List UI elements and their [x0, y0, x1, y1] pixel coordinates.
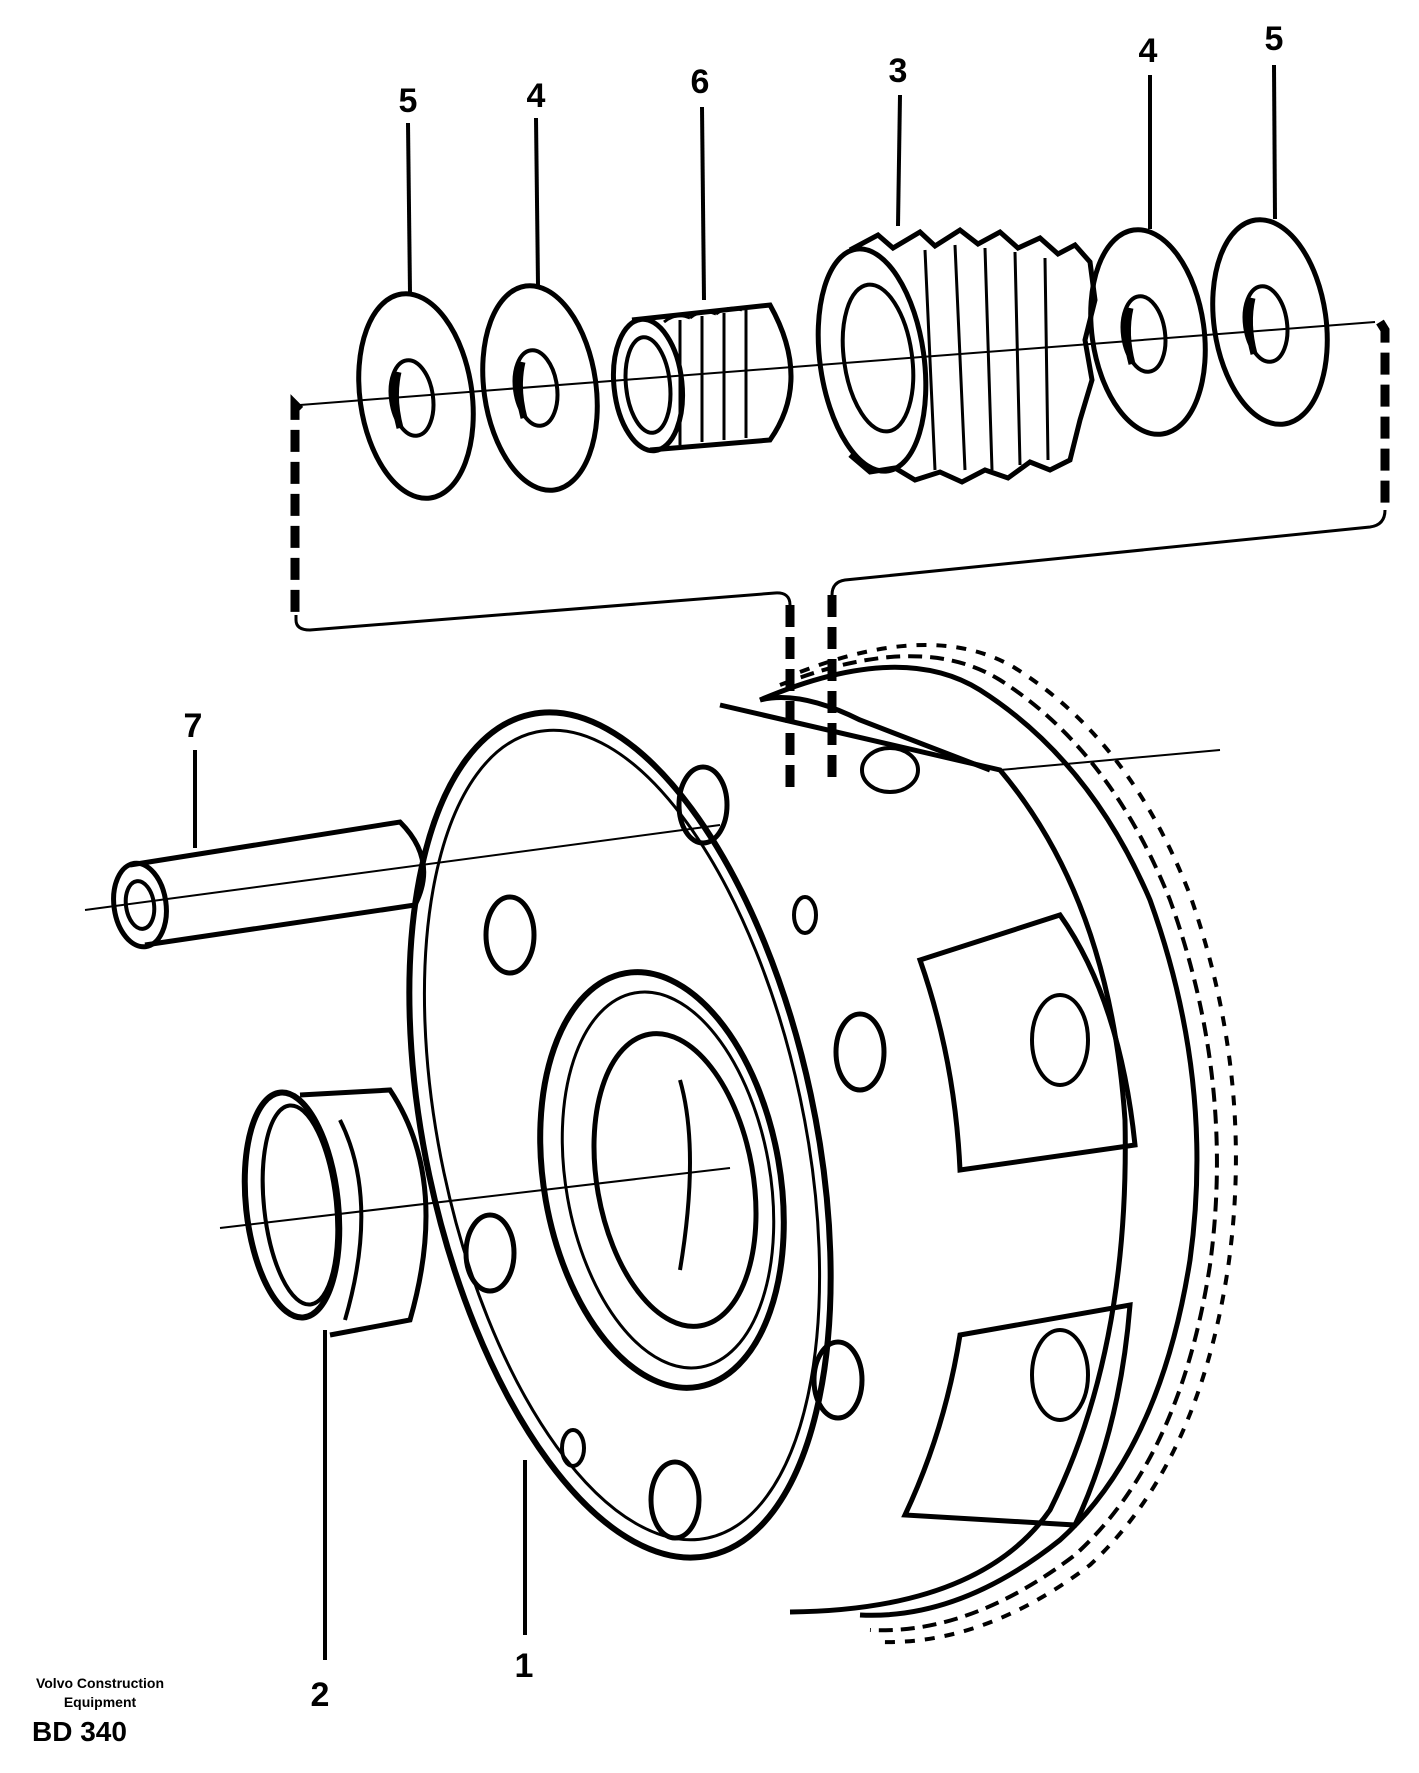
- callout-planet-gear: 3: [889, 52, 908, 90]
- callout-planet-shaft: 7: [184, 707, 203, 745]
- bolt-hole: [463, 1212, 517, 1294]
- planet-gear: [815, 226, 1098, 485]
- upper-assembly-axis: [299, 321, 1376, 406]
- bolt-hole: [648, 1459, 702, 1541]
- planet-carrier: [406, 643, 1238, 1645]
- callout-needle-bearing: 6: [691, 63, 710, 101]
- small-hole: [792, 895, 818, 935]
- planet-shaft: [84, 819, 721, 950]
- bolt-hole: [833, 1011, 887, 1093]
- callout-washer-right-inner: 4: [1139, 32, 1158, 70]
- callout-planet-carrier: 1: [515, 1647, 534, 1685]
- small-hole: [560, 1428, 586, 1468]
- callout-washer-right-outer: 5: [1265, 20, 1284, 58]
- washer-left-outer: [356, 291, 476, 501]
- bolt-hole: [676, 764, 730, 846]
- company-name-line2: Equipment: [63, 1694, 137, 1710]
- planet-window-lower: [901, 1301, 1133, 1528]
- assembly-bracket: [290, 319, 1390, 790]
- carrier-axis: [999, 749, 1221, 771]
- callout-bushing: 2: [311, 1676, 330, 1714]
- bolt-hole: [811, 1339, 865, 1421]
- planet-window-upper: [916, 912, 1138, 1173]
- callout-washer-left-inner: 4: [527, 77, 546, 115]
- washer-right-outer: [1210, 217, 1330, 427]
- upper-leader-lines: [406, 64, 1277, 301]
- drawing-code: BD 340: [32, 1716, 127, 1747]
- needle-bearing: [610, 302, 794, 454]
- lower-leader-lines: [193, 750, 527, 1660]
- company-name-line1: Volvo Construction: [35, 1675, 165, 1691]
- callout-washer-left-outer: 5: [399, 82, 418, 120]
- washer-left-inner: [480, 283, 600, 493]
- bolt-hole: [483, 894, 537, 976]
- bushing: [219, 1087, 731, 1338]
- washer-right-inner: [1088, 227, 1208, 437]
